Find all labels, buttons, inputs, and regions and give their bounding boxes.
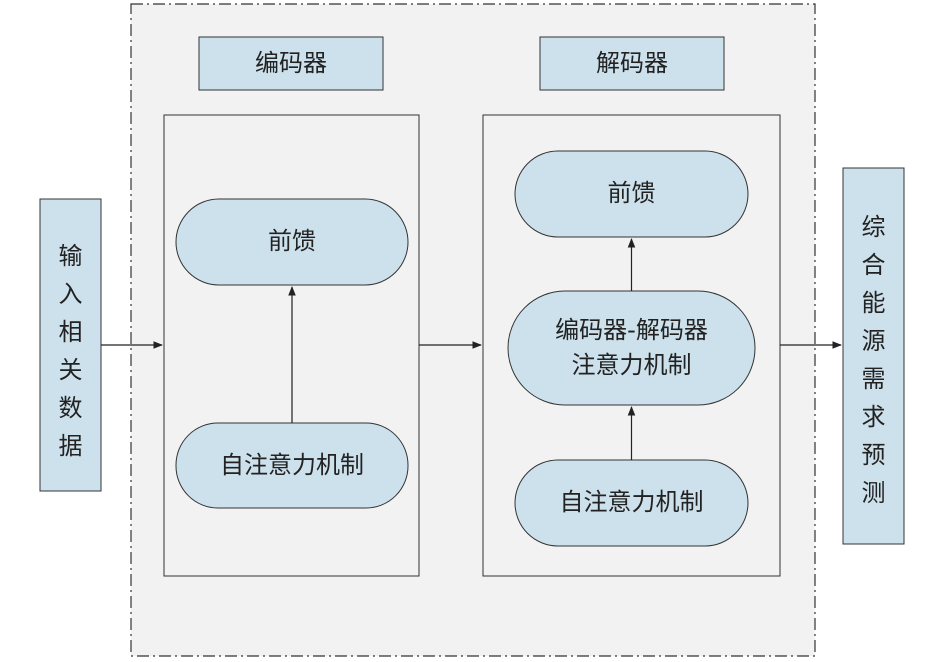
output-char: 测 bbox=[862, 479, 886, 507]
encoder-title: 编码器 bbox=[255, 49, 327, 77]
input-char: 输 bbox=[59, 242, 83, 270]
output-char: 综 bbox=[862, 213, 886, 241]
decoder-cross-attention-line1: 编码器-解码器 bbox=[555, 316, 708, 344]
output-char: 预 bbox=[862, 441, 886, 469]
decoder-self-attention-node: 自注意力机制 bbox=[514, 459, 749, 547]
encoder-title-box: 编码器 bbox=[198, 36, 384, 91]
output-box: 综 合 能 源 需 求 预 测 bbox=[842, 167, 905, 545]
output-char: 能 bbox=[862, 289, 886, 317]
input-char: 入 bbox=[59, 280, 83, 308]
encoder-self-attention-label: 自注意力机制 bbox=[220, 451, 364, 479]
input-char: 据 bbox=[59, 432, 83, 460]
input-char: 关 bbox=[59, 356, 83, 384]
input-char: 相 bbox=[59, 318, 83, 346]
encoder-feedforward-node: 前馈 bbox=[175, 198, 409, 286]
decoder-feedforward-node: 前馈 bbox=[514, 150, 749, 238]
output-char: 需 bbox=[862, 365, 886, 393]
input-char: 数 bbox=[59, 394, 83, 422]
decoder-cross-attention-line2: 注意力机制 bbox=[572, 351, 692, 379]
decoder-self-attention-label: 自注意力机制 bbox=[560, 488, 704, 516]
output-char: 合 bbox=[862, 251, 886, 279]
output-char: 源 bbox=[862, 327, 886, 355]
encoder-self-attention-node: 自注意力机制 bbox=[175, 422, 409, 509]
output-char: 求 bbox=[862, 403, 886, 431]
input-box: 输 入 相 关 数 据 bbox=[39, 198, 102, 492]
decoder-title-box: 解码器 bbox=[539, 36, 725, 91]
decoder-title: 解码器 bbox=[596, 49, 668, 77]
decoder-feedforward-label: 前馈 bbox=[608, 179, 656, 207]
decoder-cross-attention-node: 编码器-解码器 注意力机制 bbox=[507, 290, 756, 406]
encoder-feedforward-label: 前馈 bbox=[268, 227, 316, 255]
